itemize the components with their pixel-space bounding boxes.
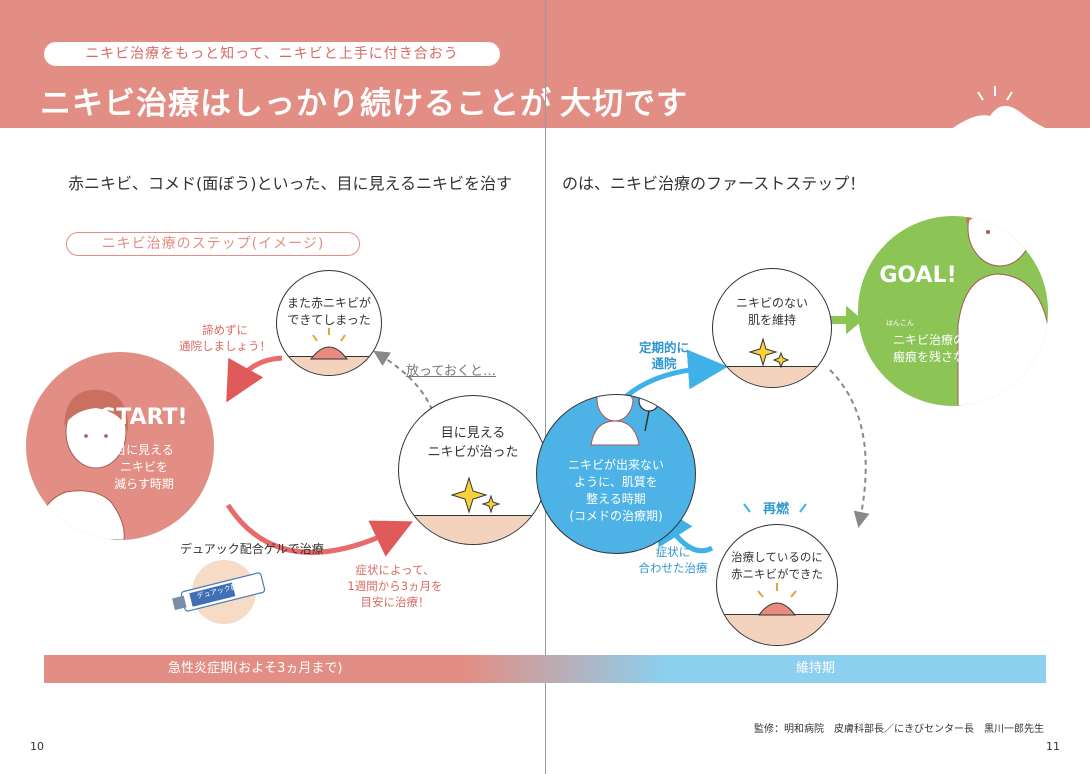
skin-layer [717, 614, 837, 645]
cleared-line-2: ニキビが治った [427, 445, 519, 460]
start-line-1: 目に見える [114, 443, 174, 457]
relapse-circle-bottom: 治療しているのに 赤ニキビができた [716, 524, 838, 646]
label-dont-give-up-2: 通院しましょう！ [179, 339, 271, 353]
page-number-right: 11 [1046, 740, 1060, 753]
label-regular-visit-1: 定期的に [638, 340, 689, 355]
page-number-left: 10 [30, 740, 44, 753]
sparkle-icon [748, 337, 790, 369]
pimple-icon [309, 328, 349, 360]
start-heading: START! [100, 405, 188, 430]
start-circle: START! 目に見える ニキビを 減らす時期 [26, 352, 214, 540]
phase-bar [44, 655, 1046, 683]
medicine-tube-icon [172, 572, 266, 612]
page-title-left: ニキビ治療はしっかり続けることが [40, 86, 552, 122]
cleared-line-1: 目に見える [440, 426, 506, 441]
maintenance-line-4: (コメドの治療期) [569, 509, 663, 523]
phase-maintenance: 維持期 [796, 661, 836, 676]
intro-text-right: のは、ニキビ治療のファーストステップ！ [562, 174, 866, 193]
label-by-symptom-3: 目安に治療！ [360, 595, 430, 609]
goal-heading: GOAL! [879, 263, 957, 288]
label-treatment-gel: デュアック配合ゲルで治療 [180, 542, 324, 556]
relapse-top-line-1: また赤ニキビが [286, 296, 371, 310]
label-by-symptom-1: 症状によって、 [355, 563, 435, 577]
label-match-symptom-1: 症状に [655, 545, 691, 559]
label-match-symptom-2: 合わせた治療 [638, 561, 708, 575]
maintenance-line-2: ように、肌質を [574, 475, 658, 489]
relapse-top-line-2: できてしまった [287, 313, 371, 327]
credit-line: 監修：明和病院 皮膚科部長／にきびセンター長 黒川一郎先生 [754, 724, 1044, 735]
label-reflare: 再燃 [762, 502, 789, 517]
maintained-line-1: ニキビのない [735, 296, 808, 310]
header-decoration [950, 86, 1050, 130]
start-line-3: 減らす時期 [114, 477, 174, 491]
skin-layer [713, 366, 831, 387]
page-title-right: 大切です [560, 86, 688, 122]
header-subtitle: ニキビ治療をもっと知って、ニキビと上手に付き合おう [44, 42, 500, 66]
woman-illustration-right [957, 216, 1048, 406]
maintenance-line-1: ニキビが出来ない [567, 458, 664, 472]
relapse-circle-top: また赤ニキビが できてしまった [276, 270, 382, 376]
woman-illustration-left [35, 389, 129, 540]
relapse-bottom-line-1: 治療しているのに [731, 550, 823, 564]
label-regular-visit-2: 通院 [651, 356, 677, 371]
start-line-2: ニキビを [119, 460, 168, 474]
pimple-icon [757, 583, 797, 616]
sparkle-icon [450, 476, 501, 514]
cleared-circle: 目に見える ニキビが治った [398, 395, 548, 545]
label-dont-give-up-1: 諦めずに [202, 323, 248, 337]
maintenance-line-3: 整える時期 [586, 492, 646, 506]
woman-mirror-illustration [590, 395, 660, 446]
label-leave-it: 放っておくと… [406, 364, 496, 379]
goal-ruby: はんこん [886, 319, 914, 327]
page-spine [545, 0, 546, 774]
phase-acute: 急性炎症期(およそ3ヵ月まで) [168, 661, 343, 676]
maintenance-circle: ニキビが出来ない ように、肌質を 整える時期 (コメドの治療期) [536, 394, 696, 554]
skin-layer [399, 515, 547, 544]
intro-text-left: 赤ニキビ、コメド(面ぼう)といった、目に見えるニキビを治す [68, 174, 513, 193]
relapse-bottom-line-2: 赤ニキビができた [731, 567, 823, 581]
maintained-line-2: 肌を維持 [747, 313, 796, 327]
maintained-circle: ニキビのない 肌を維持 [712, 268, 832, 388]
goal-line-2: 瘢痕を残さないこと！ [892, 350, 1013, 364]
goal-line-1: ニキビ治療のゴールは [892, 333, 1013, 347]
label-by-symptom-2: 1週間から3ヵ月を [347, 579, 443, 593]
step-label: ニキビ治療のステップ(イメージ) [66, 232, 360, 256]
goal-circle: GOAL! ニキビ治療のゴールは はんこん 瘢痕を残さないこと！ [858, 216, 1048, 406]
